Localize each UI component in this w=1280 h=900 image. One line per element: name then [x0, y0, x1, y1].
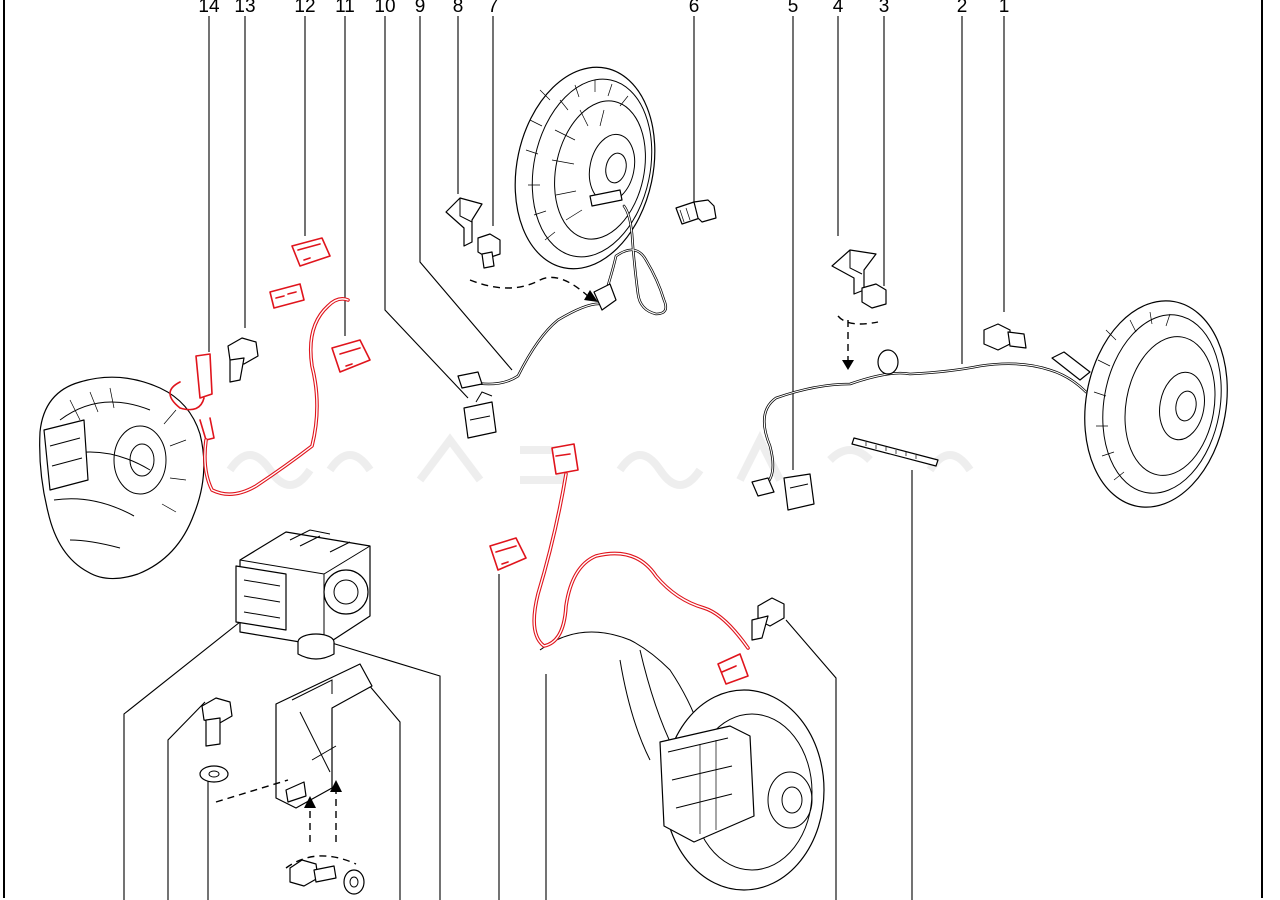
clip-10: [463, 391, 497, 439]
callout-3: 3: [879, 0, 890, 17]
front-hub-caliper-left: [39, 376, 205, 580]
callout-1: 1: [999, 0, 1010, 17]
rear-brake-drum-left: [514, 66, 656, 270]
leader-lines: [123, 16, 1005, 900]
clip-11-red: [331, 339, 371, 373]
callout-2: 2: [957, 0, 968, 17]
callout-4: 4: [833, 0, 844, 17]
front-disc-knuckle-right: [539, 631, 825, 891]
rear-brake-drum-right: [1084, 300, 1228, 508]
watermark: [226, 431, 974, 489]
callout-8: 8: [453, 0, 464, 17]
bracket-8: [445, 197, 483, 247]
assembly-arrows-bracket: [215, 779, 337, 842]
clip-front-red: [489, 537, 527, 571]
cable-tie: [851, 437, 939, 467]
sensor-front-red: [532, 443, 750, 685]
clip-5: [783, 473, 815, 511]
callout-14: 14: [198, 0, 220, 17]
callout-10: 10: [374, 0, 395, 17]
bolt-7: [477, 233, 501, 269]
bolt-13: [227, 337, 259, 383]
bolt-6: [675, 199, 717, 225]
sensor-cable-rear-left: [457, 189, 668, 389]
bolt-lower: [285, 855, 365, 895]
callout-13: 13: [234, 0, 255, 17]
callout-12: 12: [294, 0, 315, 17]
callout-9: 9: [415, 0, 426, 17]
sensor-cable-rear-right: [751, 349, 1091, 497]
bolt-disc: [751, 597, 785, 641]
bolt-1: [983, 323, 1027, 351]
callout-11: 11: [335, 0, 355, 17]
abs-bracket: [275, 663, 373, 809]
callout-6: 6: [689, 0, 700, 17]
callout-7: 7: [488, 0, 499, 17]
assembly-arrow-left: [469, 276, 591, 299]
assembly-arrow-right: [837, 315, 879, 360]
washer-bracket: [199, 765, 229, 783]
callout-5: 5: [788, 0, 799, 17]
abs-hydraulic-unit: [235, 529, 371, 647]
sensor-14-red: [169, 283, 350, 496]
bolt-3: [861, 283, 887, 309]
bolt-bracket: [201, 697, 233, 747]
callout-labels: 14 13 12 11 10 9 8 7 6 5 4 3 2 1: [198, 0, 1009, 17]
rubber-mount: [297, 633, 335, 660]
clip-12-red: [291, 237, 331, 267]
diagram-frame: [3, 0, 1263, 898]
bracket-4: [831, 249, 877, 295]
